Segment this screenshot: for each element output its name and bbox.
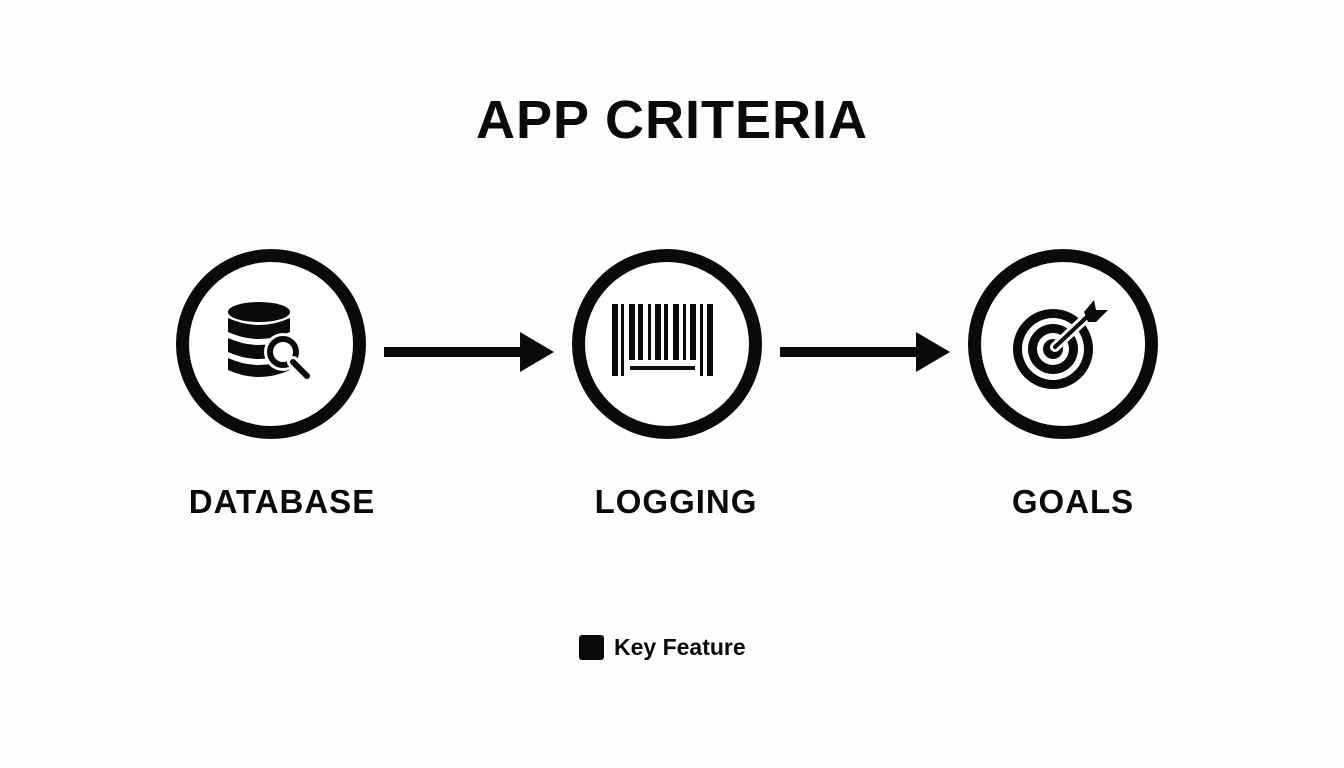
legend-label-key-feature: Key Feature [614,634,746,660]
target-icon [1013,300,1108,389]
step-node-logging [572,249,762,439]
step-node-goals [968,249,1158,439]
step-label-logging: LOGGING [594,483,758,520]
step-node-database [176,249,366,439]
arrow-database-to-logging [384,332,554,372]
step-label-database: DATABASE [188,483,376,520]
diagram-title: APP CRITERIA [475,90,869,150]
legend-swatch-key-feature [579,635,604,660]
legend: Key Feature [579,634,746,661]
arrow-logging-to-goals [780,332,950,372]
step-label-goals: GOALS [1011,483,1135,520]
barcode-icon [612,304,713,376]
database-search-icon [228,302,313,382]
